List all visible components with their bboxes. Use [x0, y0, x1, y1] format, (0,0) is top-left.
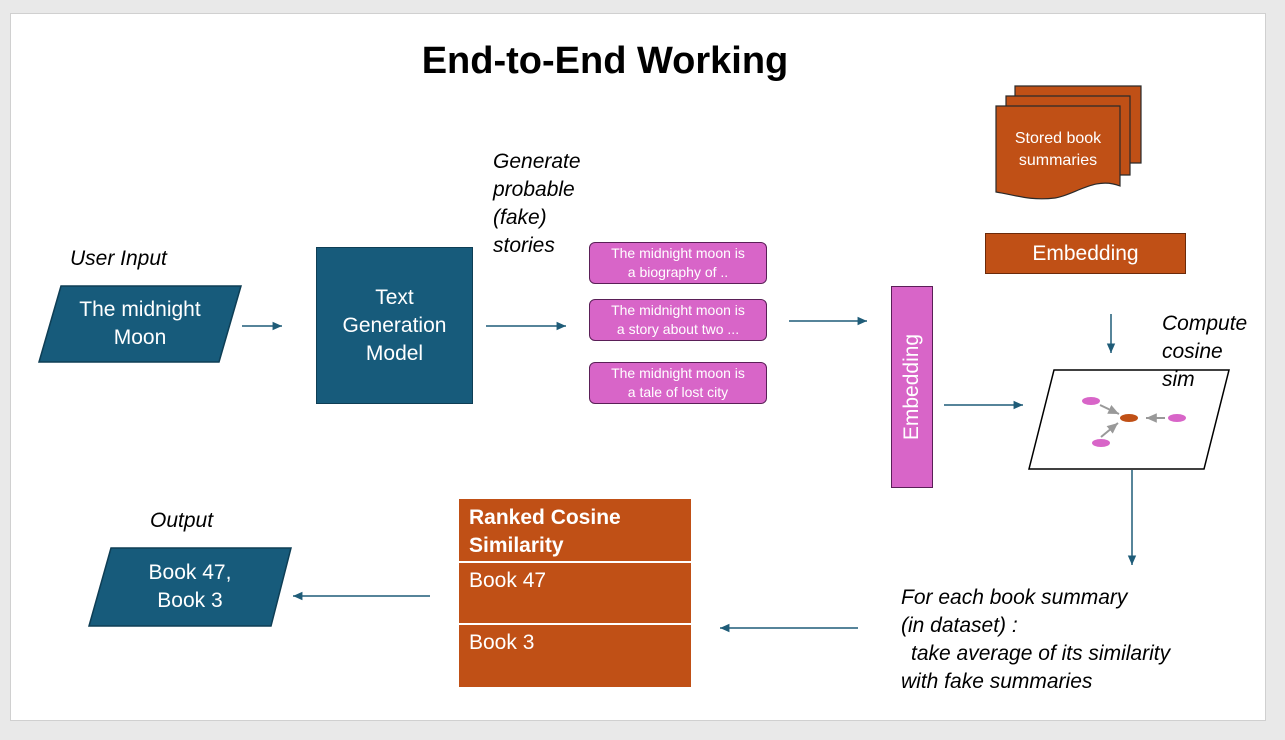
fake-summary-point: [1082, 397, 1100, 405]
fake-story-2: The midnight moon is a story about two .…: [589, 299, 767, 341]
table-row: Book 3: [469, 631, 535, 654]
generate-line-1: Generate: [493, 150, 581, 173]
compute-cosine-label: Compute cosine sim: [1162, 310, 1247, 394]
stored-summaries-text: Stored book summaries: [998, 128, 1118, 172]
output-line-2: Book 3: [157, 589, 223, 612]
output-line-1: Book 47,: [148, 561, 232, 584]
input-line-1: The midnight: [79, 298, 201, 321]
fake-story-1: The midnight moon is a biography of ..: [589, 242, 767, 284]
stored-summaries-icon: [995, 85, 1142, 200]
output-box: Book 47, Book 3: [88, 547, 292, 627]
compute-line-3: sim: [1162, 368, 1195, 391]
note-line-3: take average of its similarity: [911, 642, 1171, 665]
fake-summary-point: [1092, 439, 1110, 447]
generate-stories-label: Generate probable (fake) stories: [493, 148, 581, 260]
story-line-2: a biography of ..: [627, 264, 729, 280]
fake-summary-point: [1168, 414, 1186, 422]
model-line-1: Text: [375, 285, 414, 309]
compute-line-1: Compute: [1162, 312, 1248, 335]
user-input-label: User Input: [70, 247, 167, 270]
averaging-note: For each book summary (in dataset) : tak…: [901, 584, 1241, 696]
generate-line-4: stories: [493, 234, 555, 257]
generate-line-3: (fake): [493, 206, 547, 229]
input-line-2: Moon: [113, 326, 167, 349]
stored-line-1: Stored book: [1014, 130, 1102, 147]
note-line-2: (in dataset) :: [901, 614, 1018, 637]
embedding-horizontal-box: Embedding: [985, 233, 1186, 274]
similarity-arrow-c: [1100, 422, 1119, 438]
fake-story-3: The midnight moon is a tale of lost city: [589, 362, 767, 404]
table-header-line-1: Ranked Cosine: [469, 506, 621, 529]
generate-line-2: probable: [493, 178, 575, 201]
model-line-3: Model: [365, 341, 424, 365]
text-generation-model-box: Text Generation Model: [316, 247, 473, 404]
book-summary-point: [1120, 414, 1138, 422]
table-header-line-2: Similarity: [469, 534, 564, 557]
similarity-arrow-a: [1099, 404, 1120, 415]
output-label: Output: [150, 509, 214, 532]
compute-line-2: cosine: [1162, 340, 1223, 363]
story-line-2: a tale of lost city: [627, 384, 729, 400]
stored-line-2: summaries: [1018, 152, 1098, 169]
note-line-1: For each book summary: [901, 586, 1128, 609]
table-row: Book 47: [459, 563, 691, 625]
story-line-1: The midnight moon is: [611, 245, 745, 261]
input-box: The midnight Moon: [38, 285, 242, 363]
ranked-similarity-table: Ranked Cosine Similarity Book 47 Book 3: [459, 499, 691, 687]
model-line-2: Generation: [342, 313, 447, 337]
note-line-4: with fake summaries: [901, 670, 1093, 693]
story-line-2: a story about two ...: [616, 321, 740, 337]
embedding-vertical-box: Embedding: [891, 286, 933, 488]
story-line-1: The midnight moon is: [611, 302, 745, 318]
embedding-vertical-label: Embedding: [900, 333, 923, 441]
story-line-1: The midnight moon is: [611, 365, 745, 381]
page-title: End-to-End Working: [421, 40, 789, 82]
table-header: Ranked Cosine Similarity: [459, 499, 691, 563]
